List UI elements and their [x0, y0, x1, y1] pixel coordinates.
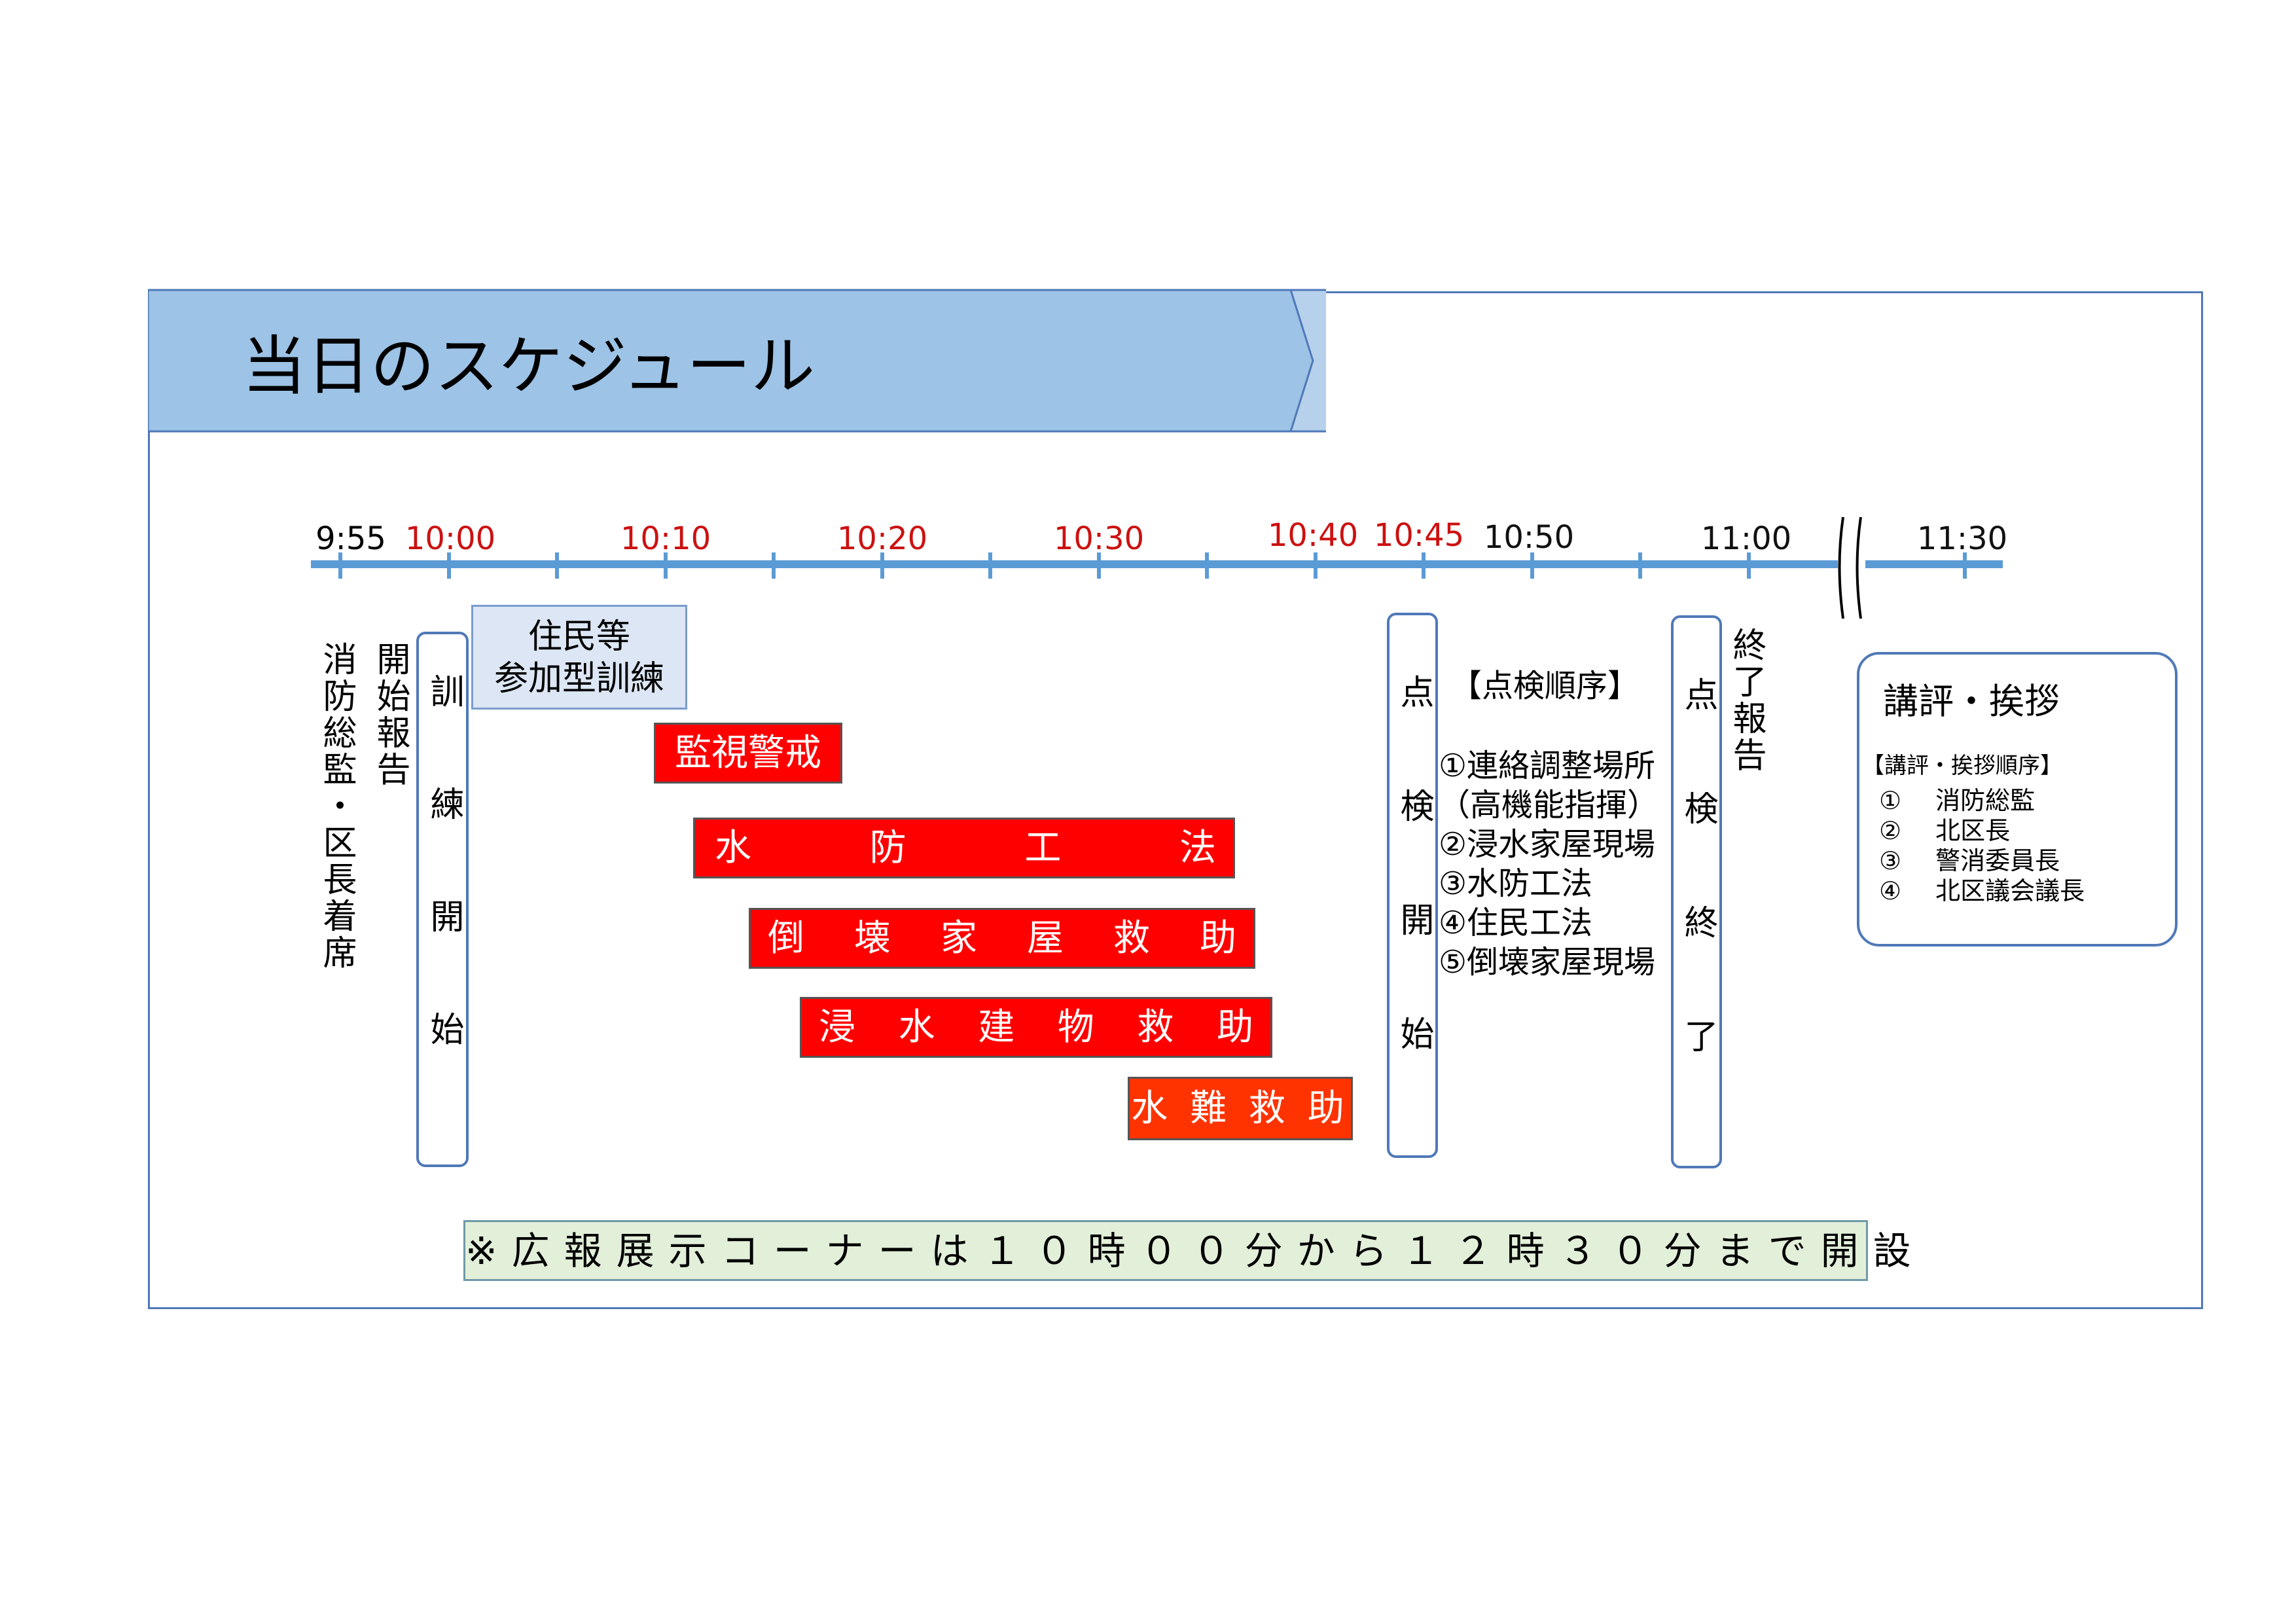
inspection-start-pill: 点検開始	[1387, 613, 1438, 1158]
page-title: 当日のスケジュール	[242, 329, 816, 404]
flooded-building-char: 建	[978, 1005, 1015, 1049]
inspection-order-item: ②浸水家屋現場	[1439, 826, 1656, 863]
training-start-label: 訓練開始	[424, 674, 463, 1124]
tick-label: 9:55	[315, 520, 386, 557]
inspection-end-pill: 点検終了	[1671, 615, 1722, 1168]
seating-label: 消防総監・区長着席	[317, 641, 356, 971]
review-order-item: ② 北区長	[1879, 816, 2010, 846]
resident-training-line2: 参加型訓練	[493, 659, 664, 698]
tick-label: 10:45	[1373, 517, 1465, 554]
axis-break-left	[1838, 516, 1844, 619]
flood-fighting-char: 工	[1024, 826, 1062, 869]
inspection-order-item: ①連絡調整場所	[1439, 748, 1656, 784]
inspection-end-label: 点検終了	[1678, 677, 1717, 1132]
collapsed-house-char: 壊	[854, 916, 891, 960]
resident-training-line1: 住民等	[528, 617, 630, 657]
review-order-num: ①	[1879, 786, 1902, 815]
tick-label: 11:00	[1700, 520, 1792, 557]
collapsed-house-char: 屋	[1027, 916, 1064, 960]
monitoring-label: 監視警戒	[675, 731, 821, 774]
flood-fighting-char: 水	[715, 826, 751, 869]
review-order-num: ④	[1879, 876, 1902, 905]
review-order-num: ③	[1879, 846, 1902, 875]
axis-break-gap	[1838, 517, 1865, 615]
tick-label: 10:50	[1483, 519, 1575, 556]
review-order-name: 北区議会議長	[1935, 876, 2085, 905]
inspection-order-item: ③水防工法	[1439, 865, 1593, 902]
resident-training-box: 住民等 参加型訓練	[471, 605, 687, 710]
flooded-building-char: 水	[898, 1005, 935, 1049]
inspection-order-item: （高機能指揮）	[1439, 787, 1659, 823]
start-report-label: 開始報告	[370, 641, 410, 788]
collapsed-house-char: 救	[1113, 916, 1150, 960]
axis-ticks	[338, 552, 1967, 579]
water-rescue-bar: 水 難 救 助	[1128, 1077, 1353, 1140]
review-title: 講評・挨拶	[1883, 681, 2060, 722]
monitoring-bar: 監視警戒	[654, 723, 842, 784]
review-order-heading: 【講評・挨拶順序】	[1862, 753, 2062, 779]
review-order-num: ②	[1879, 816, 1902, 845]
flooded-building-bar: 浸 水 建 物 救 助	[800, 997, 1272, 1058]
tick-label: 10:30	[1053, 520, 1145, 557]
banner-chevron-1	[1289, 289, 1326, 433]
flooded-building-char: 救	[1137, 1005, 1174, 1049]
end-report-label: 終了報告	[1727, 627, 1766, 774]
flood-fighting-char: 防	[869, 826, 906, 869]
review-order-item: ① 消防総監	[1879, 785, 2035, 816]
axis-break-right	[1856, 516, 1862, 619]
flood-fighting-bar: 水 防 工 法	[693, 818, 1235, 878]
water-rescue-label: 水 難 救 助	[1131, 1087, 1350, 1130]
flooded-building-char: 助	[1216, 1005, 1253, 1049]
collapsed-house-char: 助	[1200, 916, 1236, 960]
inspection-start-label: 点検開始	[1394, 674, 1433, 1130]
tick-label: 10:10	[620, 520, 711, 557]
flood-fighting-char: 法	[1179, 826, 1216, 869]
collapsed-house-char: 家	[941, 916, 977, 960]
tick-label: 10:00	[404, 520, 496, 557]
header-banner	[148, 289, 1326, 433]
inspection-order-heading: 【点検順序】	[1450, 668, 1640, 704]
notice-banner: ※広報展示コーナーは１０時００分から１２時３０分まで開設	[463, 1220, 1911, 1281]
training-start-pill: 訓練開始	[416, 632, 469, 1167]
tick-label: 10:20	[836, 520, 928, 557]
flooded-building-char: 浸	[819, 1005, 855, 1049]
inspection-order-item: ④住民工法	[1439, 905, 1593, 941]
review-order-item: ④ 北区議会議長	[1879, 876, 2085, 906]
review-order-item: ③ 警消委員長	[1879, 846, 2060, 876]
flooded-building-char: 物	[1057, 1005, 1094, 1049]
review-order-name: 警消委員長	[1935, 846, 2060, 875]
collapsed-house-bar: 倒 壊 家 屋 救 助	[749, 908, 1255, 969]
review-order-name: 消防総監	[1935, 786, 2036, 815]
inspection-order-item: ⑤倒壊家屋現場	[1439, 944, 1656, 981]
tick-label: 10:40	[1267, 517, 1359, 554]
tick-label: 11:30	[1916, 520, 2008, 557]
review-box: 講評・挨拶 【講評・挨拶順序】 ① 消防総監 ② 北区長 ③ 警消委員長 ④ 北…	[1857, 652, 2178, 947]
collapsed-house-char: 倒	[768, 916, 804, 960]
review-order-name: 北区長	[1935, 816, 2011, 845]
